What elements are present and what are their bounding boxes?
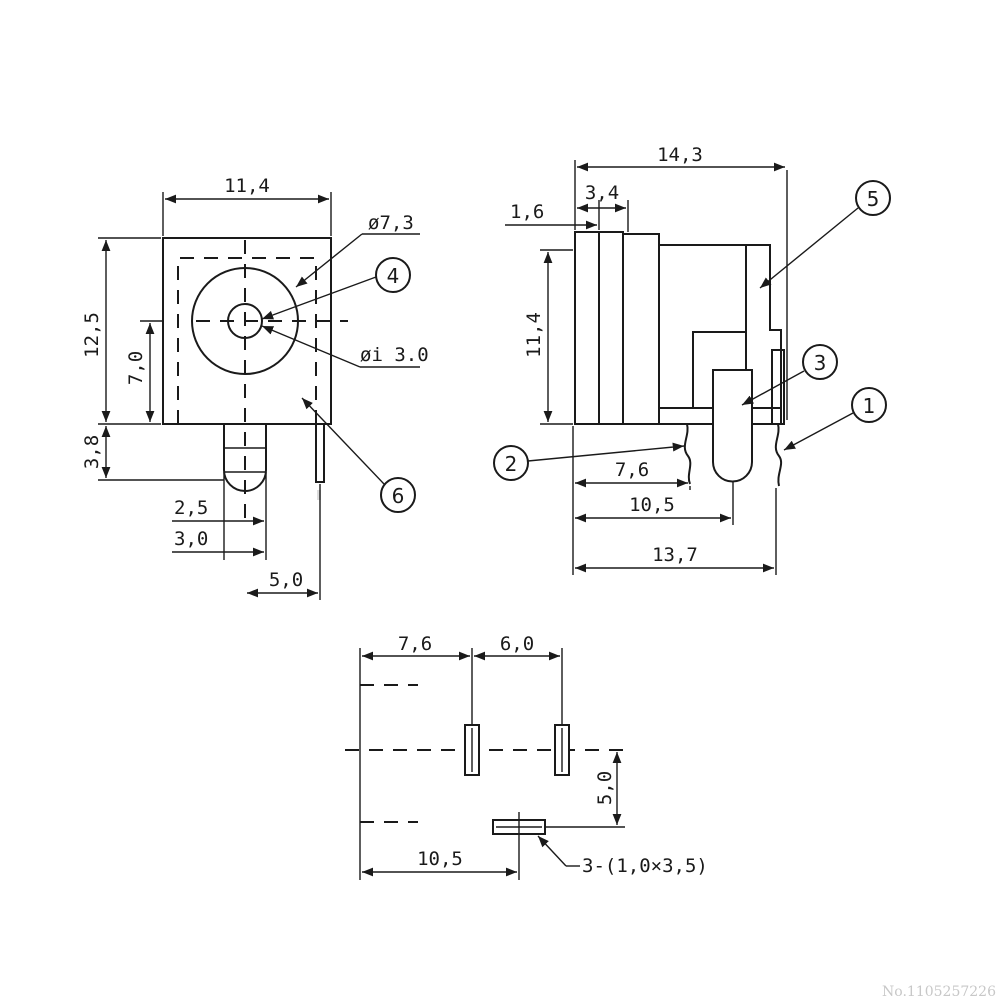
front-inner-diameter: øi 3.0 bbox=[360, 344, 429, 366]
side-length-dim: 14,3 bbox=[657, 144, 703, 166]
footprint-bottom-offset: 10,5 bbox=[417, 848, 463, 870]
side-pin-2 bbox=[683, 423, 692, 485]
front-pin-width-b: 3,0 bbox=[174, 528, 208, 550]
front-pin-width-a: 2,5 bbox=[174, 497, 208, 519]
side-pin3-dim: 10,5 bbox=[629, 494, 675, 516]
front-center-pin bbox=[223, 424, 267, 492]
front-width-dim: 11,4 bbox=[224, 175, 270, 197]
pcb-footprint: 7,6 6,0 5,0 10,5 3-(1,0×3,5) bbox=[345, 633, 708, 880]
callout-2-label: 2 bbox=[505, 452, 518, 476]
front-outer-diameter: ø7,3 bbox=[368, 212, 414, 234]
side-view: 14,3 3,4 1,6 11,4 7,6 10,5 13,7 5 3 bbox=[493, 144, 891, 575]
front-side-pin bbox=[315, 423, 325, 483]
side-flange-2 bbox=[598, 231, 624, 425]
callout-4 bbox=[375, 257, 411, 293]
front-pin-offset: 5,0 bbox=[269, 569, 303, 591]
callout-5-label: 5 bbox=[867, 187, 880, 211]
callout-2 bbox=[493, 445, 529, 481]
watermark: No.1105257226 bbox=[882, 984, 996, 1000]
side-flange-dim: 1,6 bbox=[510, 201, 544, 223]
callout-3-label: 3 bbox=[814, 351, 827, 375]
side-flange-1 bbox=[574, 231, 600, 425]
side-pin-1 bbox=[774, 423, 783, 487]
front-view: 11,4 12,5 7,0 3,8 2,5 3,0 5,0 ø7,3 øi 3.… bbox=[81, 175, 429, 600]
callout-6 bbox=[380, 477, 416, 513]
callout-1 bbox=[851, 387, 887, 423]
side-pin-3 bbox=[712, 369, 753, 483]
callout-1-label: 1 bbox=[863, 394, 876, 418]
callout-3 bbox=[802, 344, 838, 380]
side-pin1-dim: 13,7 bbox=[652, 544, 698, 566]
front-pin-height-dim: 3,8 bbox=[81, 435, 103, 469]
side-height-dim: 11,4 bbox=[523, 312, 545, 358]
front-inner-outline bbox=[177, 257, 317, 424]
footprint-spacing-a: 7,6 bbox=[398, 633, 432, 655]
side-flange-3 bbox=[622, 233, 660, 425]
front-center-height-dim: 7,0 bbox=[125, 351, 147, 385]
front-height-dim: 12,5 bbox=[81, 312, 103, 358]
front-body-outline bbox=[162, 237, 332, 425]
side-shoulder-dim: 3,4 bbox=[585, 182, 619, 204]
footprint-pad-note: 3-(1,0×3,5) bbox=[582, 855, 708, 877]
side-pin2-dim: 7,6 bbox=[615, 459, 649, 481]
footprint-vertical-spacing: 5,0 bbox=[594, 771, 616, 805]
callout-6-label: 6 bbox=[392, 484, 405, 508]
footprint-spacing-b: 6,0 bbox=[500, 633, 534, 655]
side-body-outline bbox=[659, 244, 782, 424]
callout-4-label: 4 bbox=[387, 264, 400, 288]
callout-5 bbox=[855, 180, 891, 216]
